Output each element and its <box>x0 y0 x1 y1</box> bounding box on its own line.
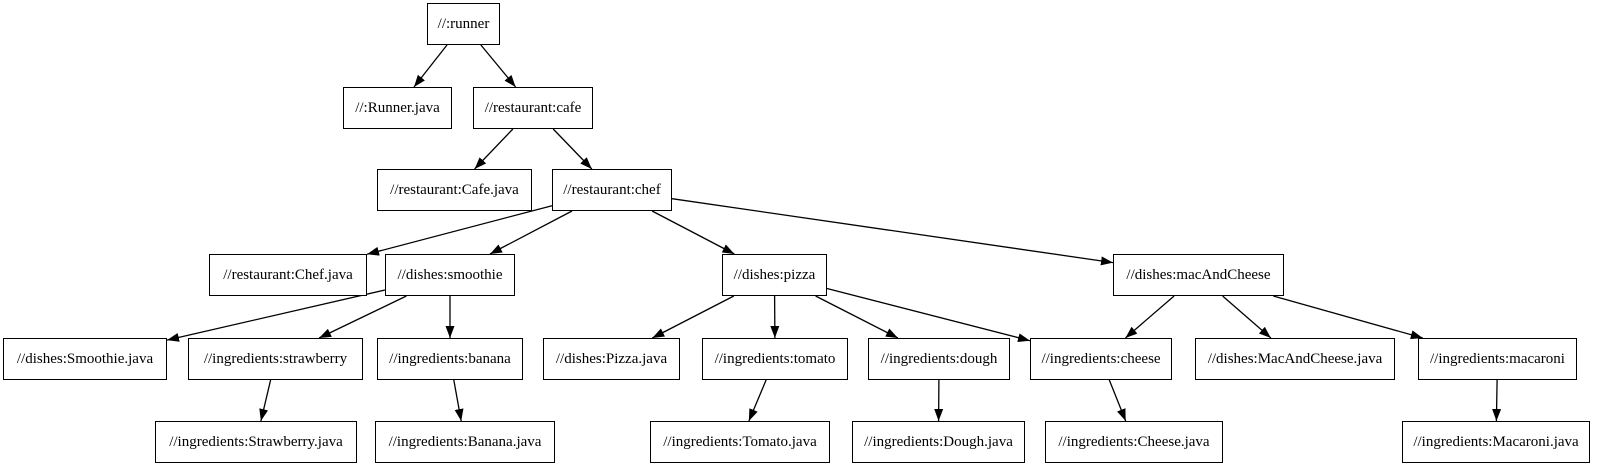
node-label: //ingredients:Banana.java <box>388 433 542 450</box>
node-label: //dishes:pizza <box>733 266 816 283</box>
node-tomato: //ingredients:tomato <box>702 338 848 380</box>
node-label: //:Runner.java <box>355 99 440 116</box>
edge-banana-to-banana-java <box>453 379 464 422</box>
node-label: //restaurant:Chef.java <box>223 266 353 283</box>
node-label: //ingredients:dough <box>880 350 998 367</box>
edge-chef-to-chef-java <box>366 205 553 256</box>
node-strawberry-java: //ingredients:Strawberry.java <box>155 421 357 463</box>
edge-smoothie-to-smoothie-java <box>166 289 386 342</box>
edge-cafe-to-cafe-java <box>474 128 514 170</box>
node-label: //ingredients:cheese <box>1041 350 1161 367</box>
edge-cheese-to-cheese-java <box>1108 379 1127 422</box>
node-label: //ingredients:Macaroni.java <box>1413 433 1579 450</box>
node-label: //dishes:Smoothie.java <box>16 350 154 367</box>
edge-runner-to-runner-java <box>413 44 448 88</box>
node-label: //dishes:Pizza.java <box>555 350 668 367</box>
node-label: //restaurant:cafe <box>484 99 582 116</box>
edges-group <box>166 44 1502 422</box>
node-label: //dishes:MacAndCheese.java <box>1207 350 1383 367</box>
edge-strawberry-to-strawberry-java <box>259 379 272 422</box>
node-smoothie: //dishes:smoothie <box>385 254 515 296</box>
node-runner-java: //:Runner.java <box>343 87 452 129</box>
edge-chef-to-smoothie <box>489 210 573 255</box>
node-macaroni-java: //ingredients:Macaroni.java <box>1402 421 1590 463</box>
node-banana-java: //ingredients:Banana.java <box>375 421 555 463</box>
node-label: //dishes:macAndCheese <box>1126 266 1271 283</box>
node-dough-java: //ingredients:Dough.java <box>852 421 1025 463</box>
edge-mac-and-cheese-to-macaroni <box>1273 295 1423 340</box>
node-runner: //:runner <box>427 3 500 45</box>
edge-mac-and-cheese-to-cheese <box>1124 295 1175 339</box>
node-cheese-java: //ingredients:Cheese.java <box>1045 421 1223 463</box>
edge-cafe-to-chef <box>552 128 593 170</box>
edge-chef-to-mac-and-cheese <box>671 198 1114 266</box>
node-label: //:runner <box>437 15 490 32</box>
edge-pizza-to-dough <box>815 295 899 339</box>
node-label: //ingredients:Cheese.java <box>1058 433 1210 450</box>
node-strawberry: //ingredients:strawberry <box>188 338 363 380</box>
node-label: //ingredients:strawberry <box>203 350 348 367</box>
node-macaroni: //ingredients:macaroni <box>1418 338 1577 380</box>
edge-macaroni-to-macaroni-java <box>1492 379 1502 422</box>
node-banana: //ingredients:banana <box>377 338 523 380</box>
node-cafe-java: //restaurant:Cafe.java <box>377 169 532 211</box>
edge-chef-to-pizza <box>651 210 735 255</box>
node-cheese: //ingredients:cheese <box>1030 338 1172 380</box>
node-cafe: //restaurant:cafe <box>473 87 593 129</box>
node-label: //ingredients:Strawberry.java <box>169 433 343 450</box>
node-tomato-java: //ingredients:Tomato.java <box>650 421 830 463</box>
edge-mac-and-cheese-to-mac-and-cheese-java <box>1222 295 1272 339</box>
node-mac-and-cheese-java: //dishes:MacAndCheese.java <box>1195 338 1395 380</box>
node-label: //ingredients:Tomato.java <box>663 433 817 450</box>
node-pizza: //dishes:pizza <box>722 254 827 296</box>
node-label: //restaurant:Cafe.java <box>390 181 519 198</box>
node-label: //dishes:smoothie <box>397 266 503 283</box>
node-mac-and-cheese: //dishes:macAndCheese <box>1113 254 1284 296</box>
node-label: //restaurant:chef <box>563 181 661 198</box>
node-chef: //restaurant:chef <box>552 169 672 211</box>
edge-pizza-to-cheese <box>826 287 1031 343</box>
node-dough: //ingredients:dough <box>868 338 1010 380</box>
edge-pizza-to-pizza-java <box>652 295 735 339</box>
node-pizza-java: //dishes:Pizza.java <box>543 338 680 380</box>
node-chef-java: //restaurant:Chef.java <box>209 254 367 296</box>
edge-tomato-to-tomato-java <box>748 379 767 422</box>
node-label: //ingredients:banana <box>389 350 511 367</box>
node-label: //ingredients:Dough.java <box>864 433 1013 450</box>
node-label: //ingredients:macaroni <box>1430 350 1565 367</box>
node-smoothie-java: //dishes:Smoothie.java <box>3 338 167 380</box>
node-label: //ingredients:tomato <box>714 350 836 367</box>
edge-smoothie-to-strawberry <box>318 295 407 339</box>
edge-runner-to-cafe <box>480 44 517 88</box>
